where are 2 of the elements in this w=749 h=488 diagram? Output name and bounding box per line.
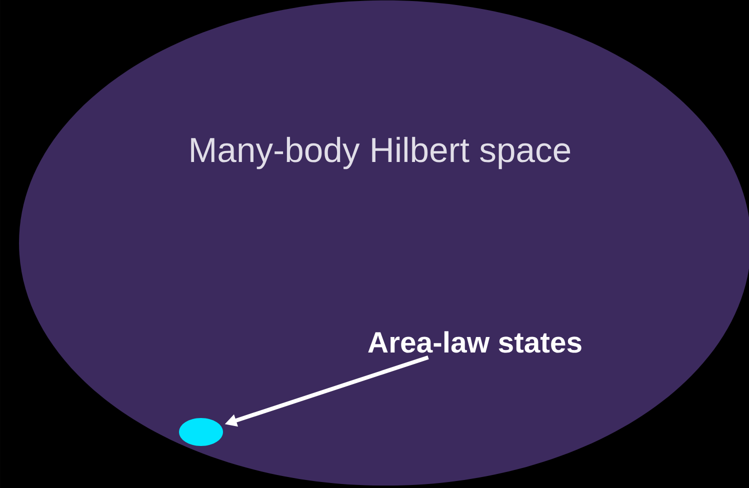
state-dot (179, 418, 223, 446)
callout-text: Area-law states (368, 331, 582, 353)
